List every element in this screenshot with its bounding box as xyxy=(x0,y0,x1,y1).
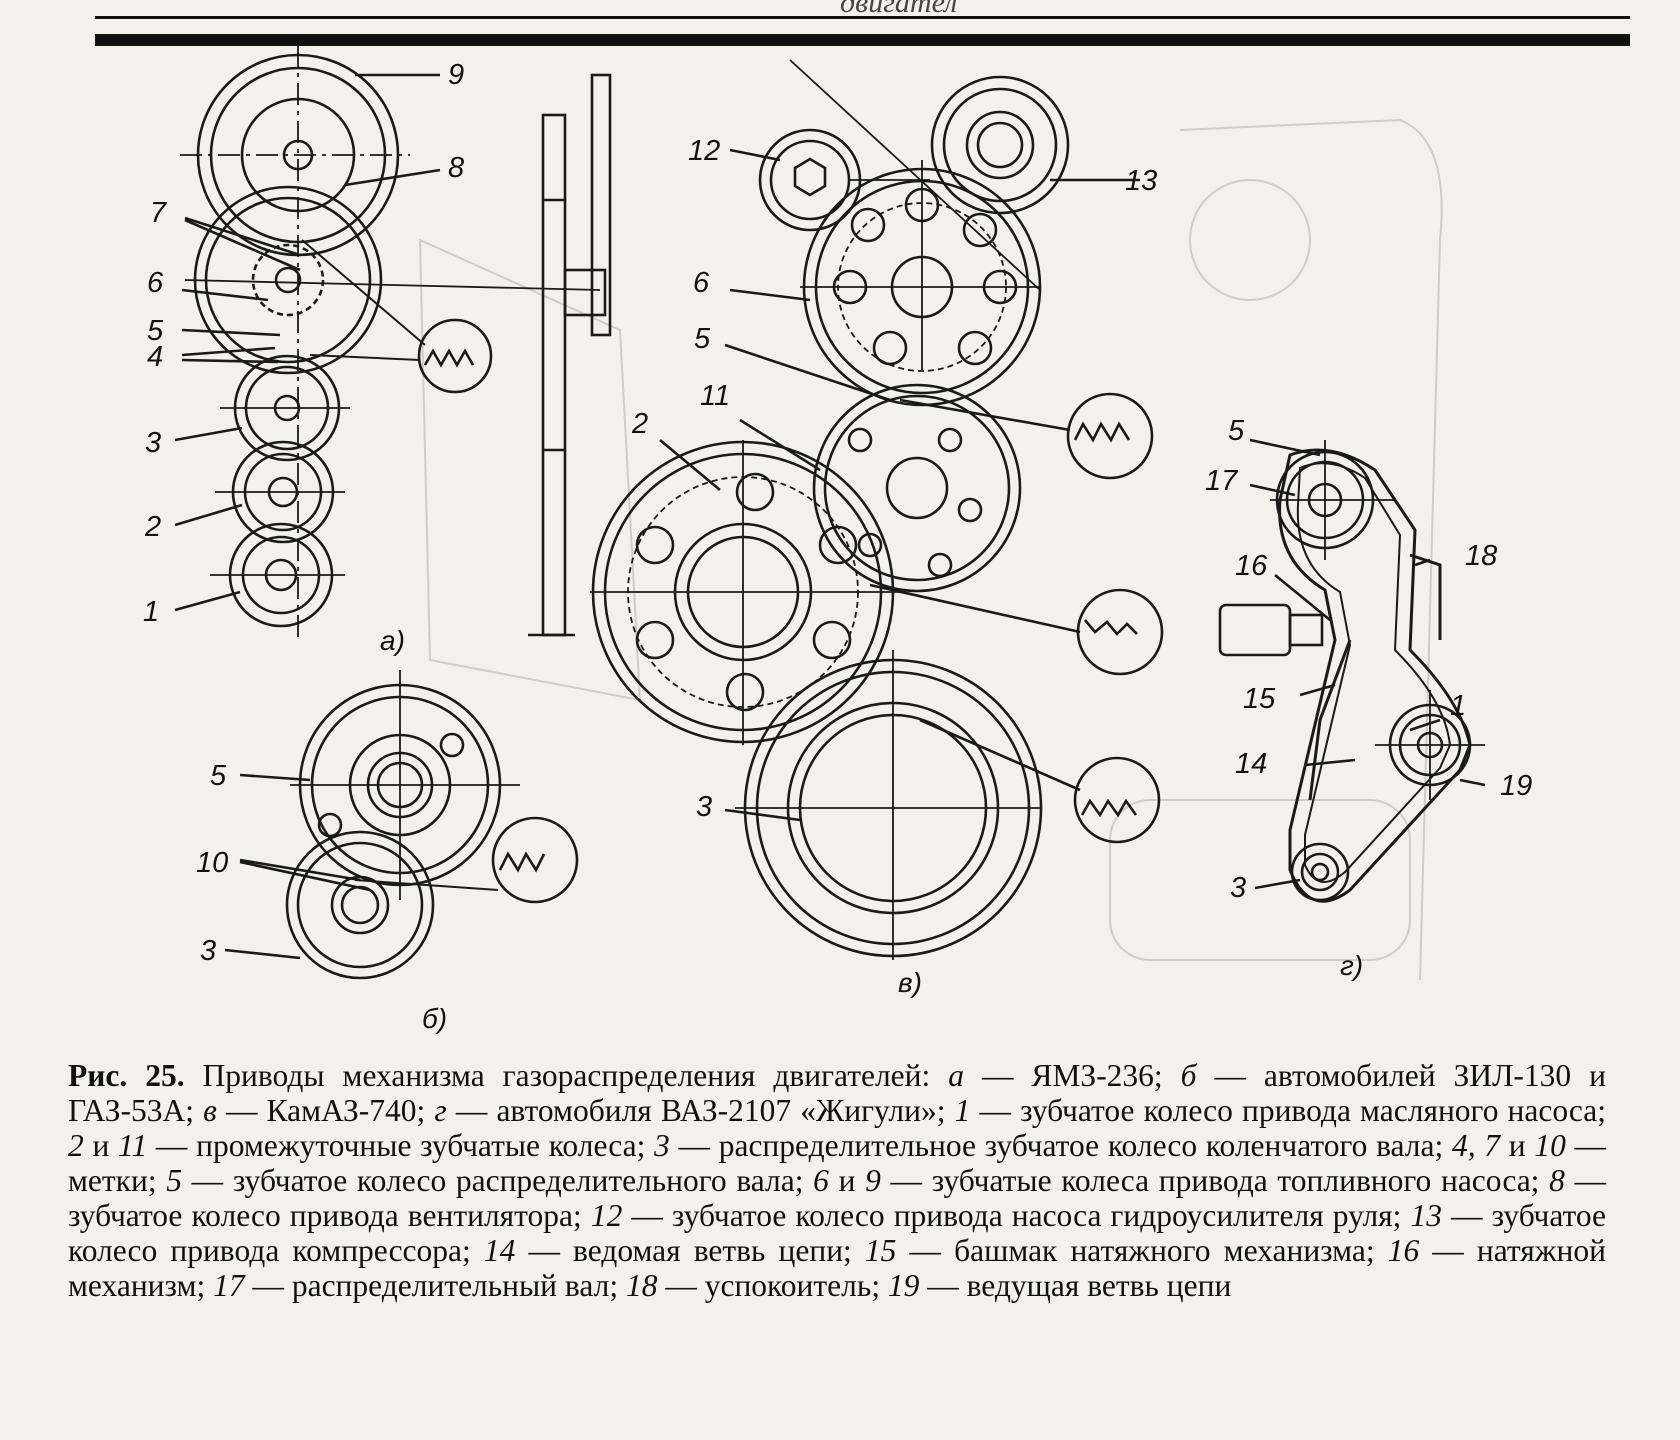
callout-a-9: 9 xyxy=(448,59,464,91)
callout-v-5: 5 xyxy=(694,323,711,355)
diagram-a xyxy=(174,45,612,640)
callout-b-3: 3 xyxy=(200,935,216,967)
caption-part: 12 xyxy=(590,1198,623,1233)
callout-g-16: 16 xyxy=(1235,550,1268,582)
callout-a-7: 7 xyxy=(150,197,168,229)
caption-part: 1 xyxy=(954,1093,971,1128)
caption-part: — метки; xyxy=(68,1128,1607,1198)
callout-b-10: 10 xyxy=(196,847,228,879)
caption-part: — натяжной механизм; xyxy=(68,1233,1606,1303)
caption-part: 2 xyxy=(68,1128,84,1163)
caption-part: — зубчатое колесо привода масляного насо… xyxy=(970,1093,1607,1128)
callout-a-4: 4 xyxy=(147,341,163,373)
callout-g-17: 17 xyxy=(1205,465,1239,497)
callout-g-3: 3 xyxy=(1230,872,1246,904)
caption-part: а xyxy=(948,1058,964,1093)
caption-part: и xyxy=(1500,1128,1535,1163)
callout-v-11: 11 xyxy=(700,380,730,412)
diagram-v xyxy=(590,59,1164,960)
caption-part: — зубчатое колесо привода компрессора; xyxy=(68,1198,1607,1268)
callout-a-2: 2 xyxy=(144,511,161,543)
sublabel-a: а) xyxy=(380,625,405,656)
caption-part: 11 xyxy=(118,1128,148,1163)
caption-part: 14 xyxy=(483,1233,516,1268)
diagram-g xyxy=(1218,438,1486,903)
callout-g-14: 14 xyxy=(1235,748,1267,780)
callout-v-6: 6 xyxy=(693,267,710,299)
caption-part: — ведомая ветвь цепи; xyxy=(515,1233,865,1268)
caption-part: — распределительный вал; xyxy=(244,1268,626,1303)
callout-a-3: 3 xyxy=(145,427,161,459)
caption-part: — зубчатые колеса привода топливного нас… xyxy=(880,1163,1550,1198)
caption-part: — промежуточные зубчатые колеса; xyxy=(147,1128,655,1163)
callout-a-1: 1 xyxy=(143,596,159,628)
sublabel-g: г) xyxy=(1340,950,1363,981)
callout-g-1: 1 xyxy=(1450,690,1466,722)
caption-part: — зубчатое колесо распределительного вал… xyxy=(182,1163,814,1198)
running-header: двигател xyxy=(840,0,958,19)
callout-b-5: 5 xyxy=(210,760,227,792)
callouts-a: 9 8 7 6 5 4 3 2 1 а) xyxy=(143,59,464,656)
caption-part: 5 xyxy=(166,1163,183,1198)
caption-part: 18 xyxy=(625,1268,658,1303)
callout-g-19: 19 xyxy=(1500,770,1532,802)
caption-part: — автомобилей ЗИЛ-130 и ГАЗ-53А; xyxy=(68,1058,1606,1128)
figure-caption: Рис. 25. Приводы механизма газораспредел… xyxy=(68,1058,1606,1303)
callout-v-13: 13 xyxy=(1125,165,1157,197)
sublabel-v: в) xyxy=(898,967,922,998)
callout-v-3: 3 xyxy=(696,791,712,823)
caption-part: — ЯМЗ-236; xyxy=(963,1058,1181,1093)
caption-part: и xyxy=(83,1128,119,1163)
caption-part: — распределительное зубчатое колесо коле… xyxy=(669,1128,1452,1163)
caption-part: — КамАЗ-740; xyxy=(216,1093,435,1128)
header-rule-thin xyxy=(95,16,1630,19)
caption-part: 16 xyxy=(1387,1233,1420,1268)
caption-part: — башмак натяжного механизма; xyxy=(896,1233,1388,1268)
caption-part: 4, 7 xyxy=(1451,1128,1501,1163)
callouts-v: 12 13 6 5 11 2 3 в) xyxy=(631,135,1157,998)
callout-a-6: 6 xyxy=(147,267,164,299)
caption-part: 19 xyxy=(887,1268,920,1303)
caption-part: — успокоитель; xyxy=(657,1268,888,1303)
caption-part: — зубчатое колесо привода вентилятора; xyxy=(68,1163,1607,1233)
caption-part: 3 xyxy=(654,1128,670,1163)
callouts-b: 5 10 3 б) xyxy=(196,760,447,1034)
caption-part: — ведущая ветвь цепи xyxy=(919,1268,1232,1303)
callout-g-5: 5 xyxy=(1228,415,1245,447)
caption-part: Приводы механизма газораспределения двиг… xyxy=(184,1058,949,1093)
caption-part: г xyxy=(434,1093,447,1128)
caption-part: 15 xyxy=(864,1233,897,1268)
caption-part: и xyxy=(828,1163,866,1198)
caption-part: б xyxy=(1180,1058,1197,1093)
caption-part: 9 xyxy=(865,1163,881,1198)
sublabel-b: б) xyxy=(422,1003,447,1034)
callout-g-15: 15 xyxy=(1243,683,1276,715)
callouts-g: 5 17 18 16 15 1 14 19 3 г) xyxy=(1205,415,1532,981)
diagram-b xyxy=(224,670,579,980)
caption-part: — автомобиля ВАЗ-2107 «Жигули»; xyxy=(446,1093,955,1128)
caption-part: — зубчатое колесо привода насоса гидроус… xyxy=(622,1198,1411,1233)
callout-a-8: 8 xyxy=(448,152,464,184)
callout-a-5: 5 xyxy=(147,315,164,347)
caption-part: 13 xyxy=(1410,1198,1442,1233)
caption-part: 17 xyxy=(213,1268,245,1303)
caption-part: 10 xyxy=(1534,1128,1566,1163)
callout-v-2: 2 xyxy=(631,408,648,440)
callout-v-12: 12 xyxy=(688,135,720,167)
gear-drive-diagram: 9 8 7 6 5 4 3 2 1 а) 5 10 3 б) 12 13 6 5… xyxy=(143,45,1532,1034)
callout-g-18: 18 xyxy=(1465,540,1497,572)
header-rule-bold xyxy=(95,34,1630,46)
caption-figure-label: Рис. 25. xyxy=(68,1058,185,1093)
caption-part: в xyxy=(203,1093,217,1128)
caption-part: 6 xyxy=(813,1163,829,1198)
caption-part: 8 xyxy=(1549,1163,1565,1198)
